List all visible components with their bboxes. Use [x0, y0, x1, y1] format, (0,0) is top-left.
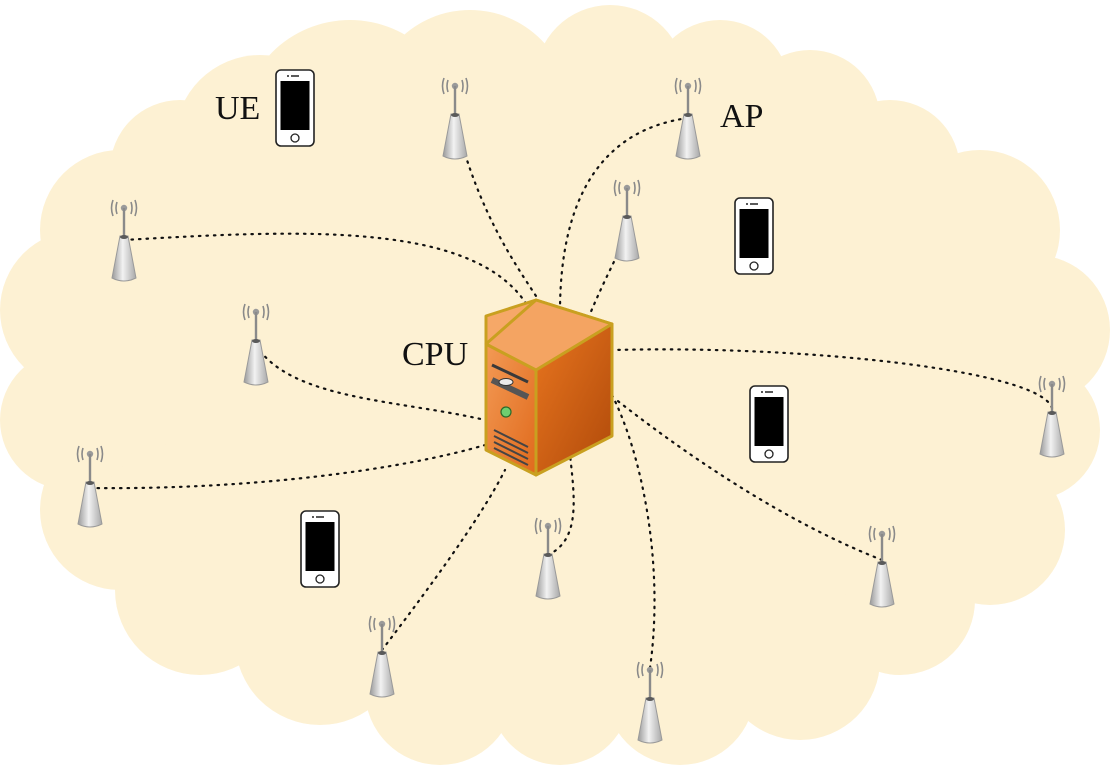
smartphone-icon — [749, 385, 789, 463]
link-ap-10 — [612, 396, 884, 562]
ap-label: AP — [720, 98, 764, 135]
server-icon — [484, 298, 614, 477]
link-ap-11 — [612, 348, 1054, 410]
smartphone-icon — [734, 197, 774, 275]
link-ap-5 — [254, 343, 487, 422]
link-ap-9 — [610, 393, 656, 670]
smartphone-icon — [300, 510, 340, 588]
ue-label: UE — [215, 90, 261, 127]
smartphone-icon — [275, 69, 315, 147]
link-ap-2 — [558, 116, 690, 314]
link-ap-7 — [380, 468, 507, 652]
link-ap-6 — [88, 443, 487, 490]
cpu-label: CPU — [402, 336, 469, 373]
